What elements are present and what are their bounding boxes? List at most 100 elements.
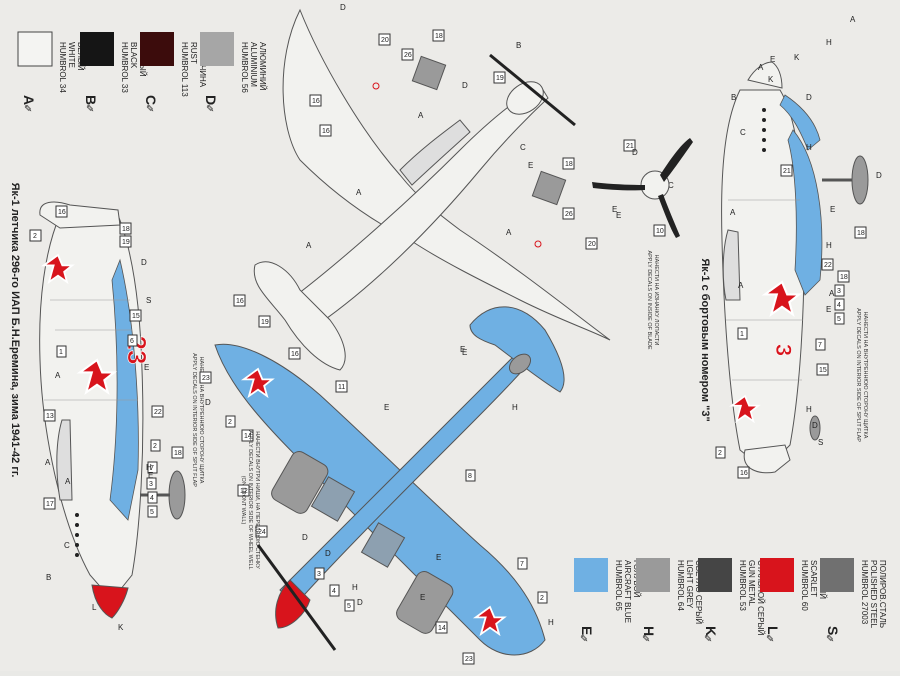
- right-paint-refs: A B K A C H E A H D A E H D S K D: [730, 53, 882, 447]
- svg-text:1: 1: [740, 331, 744, 338]
- svg-text:11: 11: [338, 384, 345, 391]
- svg-text:E: E: [830, 205, 835, 214]
- svg-text:2: 2: [33, 233, 37, 240]
- right-profile-title: Як-1 с бортовым номером "3": [699, 258, 711, 421]
- bottom-view: 23 2 11 14 12 24 8 7 14 2 23 3 4 5 D E E…: [199, 306, 565, 665]
- color-swatch: [17, 31, 53, 67]
- svg-text:3: 3: [149, 481, 153, 488]
- top-wing: [282, 8, 611, 341]
- svg-text:D: D: [357, 598, 363, 607]
- svg-text:A: A: [730, 208, 736, 217]
- paint-letter: H: [641, 626, 657, 636]
- left-tail-fin: [39, 201, 121, 229]
- radiator: [360, 522, 406, 568]
- color-swatch: [140, 32, 174, 66]
- svg-text:26: 26: [404, 52, 412, 59]
- svg-text:7: 7: [150, 465, 154, 472]
- color-swatch: [820, 558, 854, 592]
- legend-swatch-k: HUMBROL 53 GUN METAL СТАЛЬНОЙ СЕРЫЙ K ✎: [698, 558, 765, 645]
- right-blue-belly: [787, 129, 823, 296]
- left-side-profile: Як-1 летчика 296-го ИАП Б.Н.Еремина, зим…: [9, 183, 204, 632]
- color-swatch: [760, 558, 794, 592]
- note-wheel-well-en: APPLY DECALS ON INTERIOR SIDE OF WHEEL W…: [247, 430, 253, 569]
- svg-text:C: C: [668, 181, 674, 190]
- legend-swatch-h: HUMBROL 64 LIGHT GREY СВЕТЛО СЕРЫЙ H ✎: [636, 558, 703, 645]
- svg-text:H: H: [806, 143, 812, 152]
- svg-text:A: A: [45, 458, 51, 467]
- right-cowling-blue: [779, 94, 821, 151]
- svg-text:A: A: [55, 371, 61, 380]
- color-name-en: SCARLET: [809, 560, 818, 597]
- note-split-flap-en-right: APPLY DECALS ON INTERIOR SIDE OF SPLIT F…: [855, 308, 861, 442]
- svg-text:K: K: [118, 623, 124, 632]
- svg-text:E: E: [528, 161, 533, 170]
- svg-text:19: 19: [122, 239, 130, 246]
- svg-text:8: 8: [468, 473, 472, 480]
- svg-text:S: S: [818, 438, 823, 447]
- svg-text:E: E: [770, 55, 775, 64]
- top-view: 20 26 18 19 16 16 18 26 20 16 19 16 21 1…: [233, 3, 856, 371]
- color-swatch: [636, 558, 670, 592]
- svg-text:15: 15: [132, 313, 140, 320]
- svg-text:14: 14: [438, 625, 446, 632]
- svg-text:A: A: [418, 111, 424, 120]
- pen-icon: ✎: [24, 104, 32, 115]
- svg-text:E: E: [826, 305, 831, 314]
- left-blue-belly: [109, 258, 139, 521]
- paint-letter: D: [203, 95, 219, 105]
- svg-text:4: 4: [150, 495, 154, 502]
- left-wheel: [168, 470, 186, 520]
- svg-text:B: B: [731, 93, 736, 102]
- svg-text:E: E: [460, 345, 465, 354]
- color-name-en: AIRCRAFT BLUE: [623, 560, 632, 623]
- right-exhaust-stacks: [762, 108, 766, 152]
- svg-text:14: 14: [244, 433, 252, 440]
- svg-text:S: S: [146, 296, 151, 305]
- top-gear-cover: [411, 55, 447, 91]
- svg-text:H: H: [826, 241, 832, 250]
- bottom-color-legend: HUMBROL 65 AIRCRAFT BLUE ГОЛУБОЙ E ✎ HUM…: [574, 558, 887, 645]
- paint-letter: E: [579, 626, 595, 635]
- svg-text:19: 19: [496, 75, 504, 82]
- svg-text:18: 18: [122, 226, 130, 233]
- humbrol-code: HUMBROL 60: [800, 560, 809, 611]
- svg-text:H: H: [826, 38, 832, 47]
- paint-letter: S: [825, 626, 841, 635]
- svg-text:E: E: [420, 593, 425, 602]
- note-split-flap-ru-right: НАНЕСТИ НА ВНУТРЕННЮЮ СТОРОНУ ЩИТКА: [862, 312, 868, 439]
- color-name-ru: АЛЮМИНИЙ: [258, 42, 267, 91]
- svg-text:18: 18: [565, 161, 573, 168]
- svg-text:E: E: [144, 363, 149, 372]
- svg-text:B: B: [516, 41, 521, 50]
- svg-text:A: A: [850, 15, 856, 24]
- svg-text:5: 5: [150, 509, 154, 516]
- humbrol-code: HUMBROL 27003: [860, 560, 869, 625]
- svg-text:16: 16: [312, 98, 320, 105]
- svg-text:21: 21: [783, 168, 791, 175]
- bottom-paint-refs: D E E E H D H D H E D: [205, 345, 554, 627]
- bottom-propeller: [256, 544, 337, 651]
- paint-ref: E: [612, 205, 617, 214]
- svg-text:1: 1: [59, 349, 63, 356]
- color-name-ru: ПОЛИРОВ.СТАЛЬ: [878, 560, 887, 628]
- svg-text:16: 16: [291, 351, 299, 358]
- svg-text:A: A: [829, 289, 835, 298]
- right-tail-wheel: [809, 415, 821, 441]
- pen-icon: ✎: [704, 634, 712, 645]
- svg-text:D: D: [325, 549, 331, 558]
- humbrol-code: HUMBROL 33: [120, 42, 129, 93]
- svg-text:D: D: [876, 171, 882, 180]
- svg-text:H: H: [548, 618, 554, 627]
- svg-text:20: 20: [588, 241, 596, 248]
- top-color-legend: HUMBROL 34 WHITE БЕЛЫЙ A ✎ HUMBROL 33 BL…: [17, 31, 267, 115]
- color-name-en: POLISHED STEEL: [869, 560, 878, 629]
- color-name-en: RUST: [189, 42, 198, 64]
- svg-text:A: A: [506, 228, 512, 237]
- svg-text:5: 5: [837, 316, 841, 323]
- legend-swatch-s: HUMBROL 27003 POLISHED STEEL ПОЛИРОВ.СТА…: [820, 558, 887, 645]
- color-name-en: WHITE: [67, 42, 76, 68]
- legend-swatch-e: HUMBROL 65 AIRCRAFT BLUE ГОЛУБОЙ E ✎: [574, 558, 641, 645]
- prop-blade: [592, 182, 645, 191]
- bottom-tailplane: [469, 306, 565, 393]
